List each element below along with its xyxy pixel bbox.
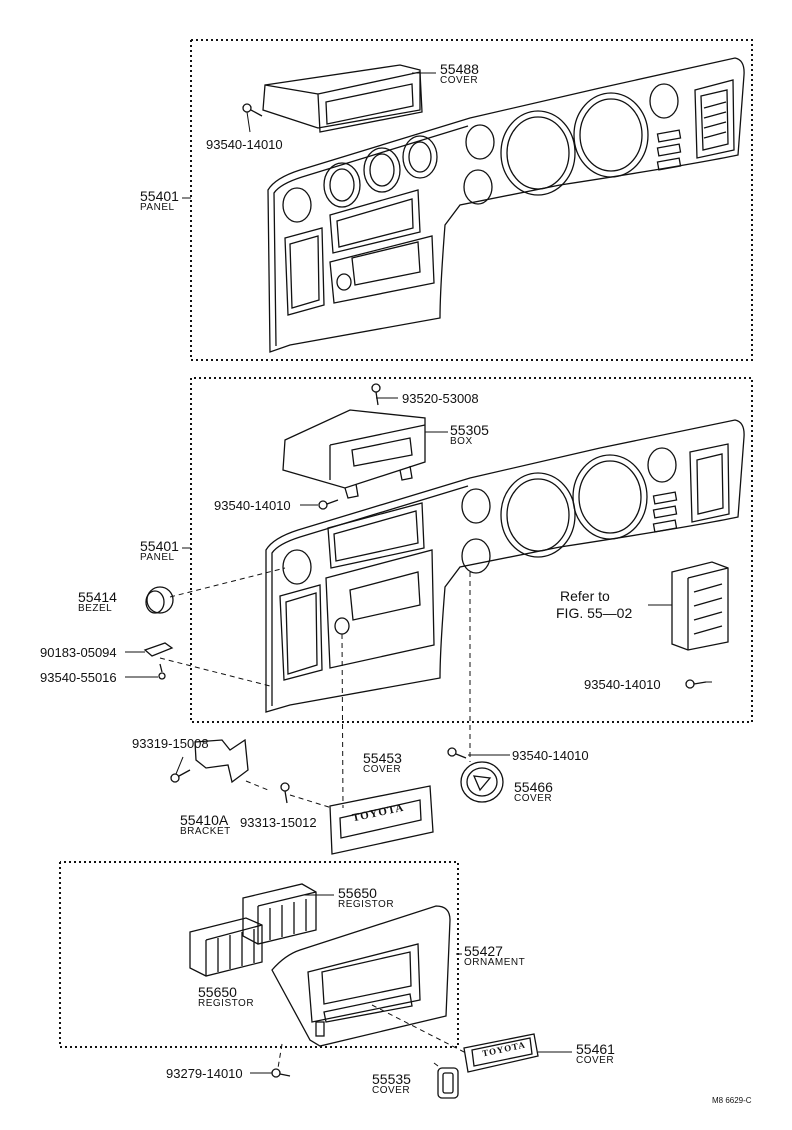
screw-93520[interactable] bbox=[371, 383, 381, 406]
label-55427-name: ORNAMENT bbox=[464, 957, 526, 968]
screw-93540-lower[interactable] bbox=[447, 747, 467, 759]
label-55401-mid-number: 55401 bbox=[140, 538, 179, 554]
ornament-55427-shape[interactable] bbox=[271, 905, 451, 1047]
label-55650-b-number: 55650 bbox=[198, 984, 237, 1000]
label-55414-name: BEZEL bbox=[78, 603, 113, 614]
label-93313: 93313-15012 bbox=[240, 815, 317, 830]
group-frame-bottom bbox=[59, 861, 459, 1048]
figure-code: M8 6629-C bbox=[712, 1096, 752, 1105]
box-55305-shape[interactable] bbox=[282, 409, 426, 499]
instrument-panel-top[interactable] bbox=[267, 57, 745, 353]
screw-93319[interactable] bbox=[170, 769, 191, 783]
label-93520: 93520-53008 bbox=[402, 391, 479, 406]
label-93540-55016: 93540-55016 bbox=[40, 670, 117, 685]
cover-55535-shape[interactable] bbox=[437, 1067, 459, 1099]
label-55414-number: 55414 bbox=[78, 589, 117, 605]
label-55410A-name: BRACKET bbox=[180, 826, 231, 837]
label-55466-name: COVER bbox=[514, 793, 553, 804]
refer-line-1: Refer to bbox=[560, 588, 610, 604]
registor-55650-b-shape[interactable] bbox=[189, 917, 263, 977]
label-55461-number: 55461 bbox=[576, 1041, 615, 1057]
group-frame-middle bbox=[190, 377, 753, 723]
label-55401-mid-name: PANEL bbox=[140, 552, 175, 563]
bracket-55410A-shape[interactable] bbox=[194, 738, 249, 784]
label-55453-name: COVER bbox=[363, 764, 402, 775]
label-55401-top-name: PANEL bbox=[140, 202, 175, 213]
label-55535-name: COVER bbox=[372, 1085, 411, 1096]
label-93540-lower: 93540-14010 bbox=[512, 748, 589, 763]
label-55305-number: 55305 bbox=[450, 422, 489, 438]
label-55305-name: BOX bbox=[450, 436, 473, 447]
label-55535-number: 55535 bbox=[372, 1071, 411, 1087]
screw-93540-right[interactable] bbox=[685, 679, 707, 689]
bezel-55414-shape[interactable] bbox=[145, 586, 174, 614]
label-55650-a-name: REGISTOR bbox=[338, 899, 395, 910]
label-55453-number: 55453 bbox=[363, 750, 402, 766]
cover-55453-shape[interactable] bbox=[329, 785, 434, 855]
label-93319: 93319-15008 bbox=[132, 736, 209, 751]
label-55427-number: 55427 bbox=[464, 943, 503, 959]
cover-55461-shape[interactable] bbox=[463, 1033, 539, 1073]
label-55488-number: 55488 bbox=[440, 61, 479, 77]
leader-lines bbox=[125, 72, 712, 1074]
label-55488-name: COVER bbox=[440, 75, 479, 86]
label-93540-mid: 93540-14010 bbox=[214, 498, 291, 513]
label-93279: 93279-14010 bbox=[166, 1066, 243, 1081]
label-55650-b-name: REGISTOR bbox=[198, 998, 255, 1009]
clip-90183-shape[interactable] bbox=[143, 642, 174, 657]
instrument-panel-middle[interactable] bbox=[265, 419, 745, 713]
group-frame-top bbox=[190, 39, 753, 361]
label-90183: 90183-05094 bbox=[40, 645, 117, 660]
alignment-lines bbox=[159, 567, 471, 1069]
label-93540-top: 93540-14010 bbox=[206, 137, 283, 152]
screw-93540-55016[interactable] bbox=[158, 663, 166, 680]
cover-55466-shape[interactable] bbox=[460, 761, 504, 803]
refer-line-2: FIG. 55—02 bbox=[556, 605, 633, 621]
screw-93279[interactable] bbox=[271, 1068, 291, 1078]
cover-55488-shape[interactable] bbox=[262, 64, 423, 133]
label-55410A-number: 55410A bbox=[180, 812, 229, 828]
screw-93540-top[interactable] bbox=[242, 103, 263, 117]
registor-right-shape[interactable] bbox=[671, 561, 729, 651]
label-55401-top-number: 55401 bbox=[140, 188, 179, 204]
screw-93313[interactable] bbox=[280, 782, 290, 804]
label-55650-a-number: 55650 bbox=[338, 885, 377, 901]
screw-93540-mid[interactable] bbox=[318, 499, 339, 510]
registor-55650-a-shape[interactable] bbox=[242, 883, 317, 945]
label-93540-right: 93540-14010 bbox=[584, 677, 661, 692]
label-55466-number: 55466 bbox=[514, 779, 553, 795]
label-55461-name: COVER bbox=[576, 1055, 615, 1066]
